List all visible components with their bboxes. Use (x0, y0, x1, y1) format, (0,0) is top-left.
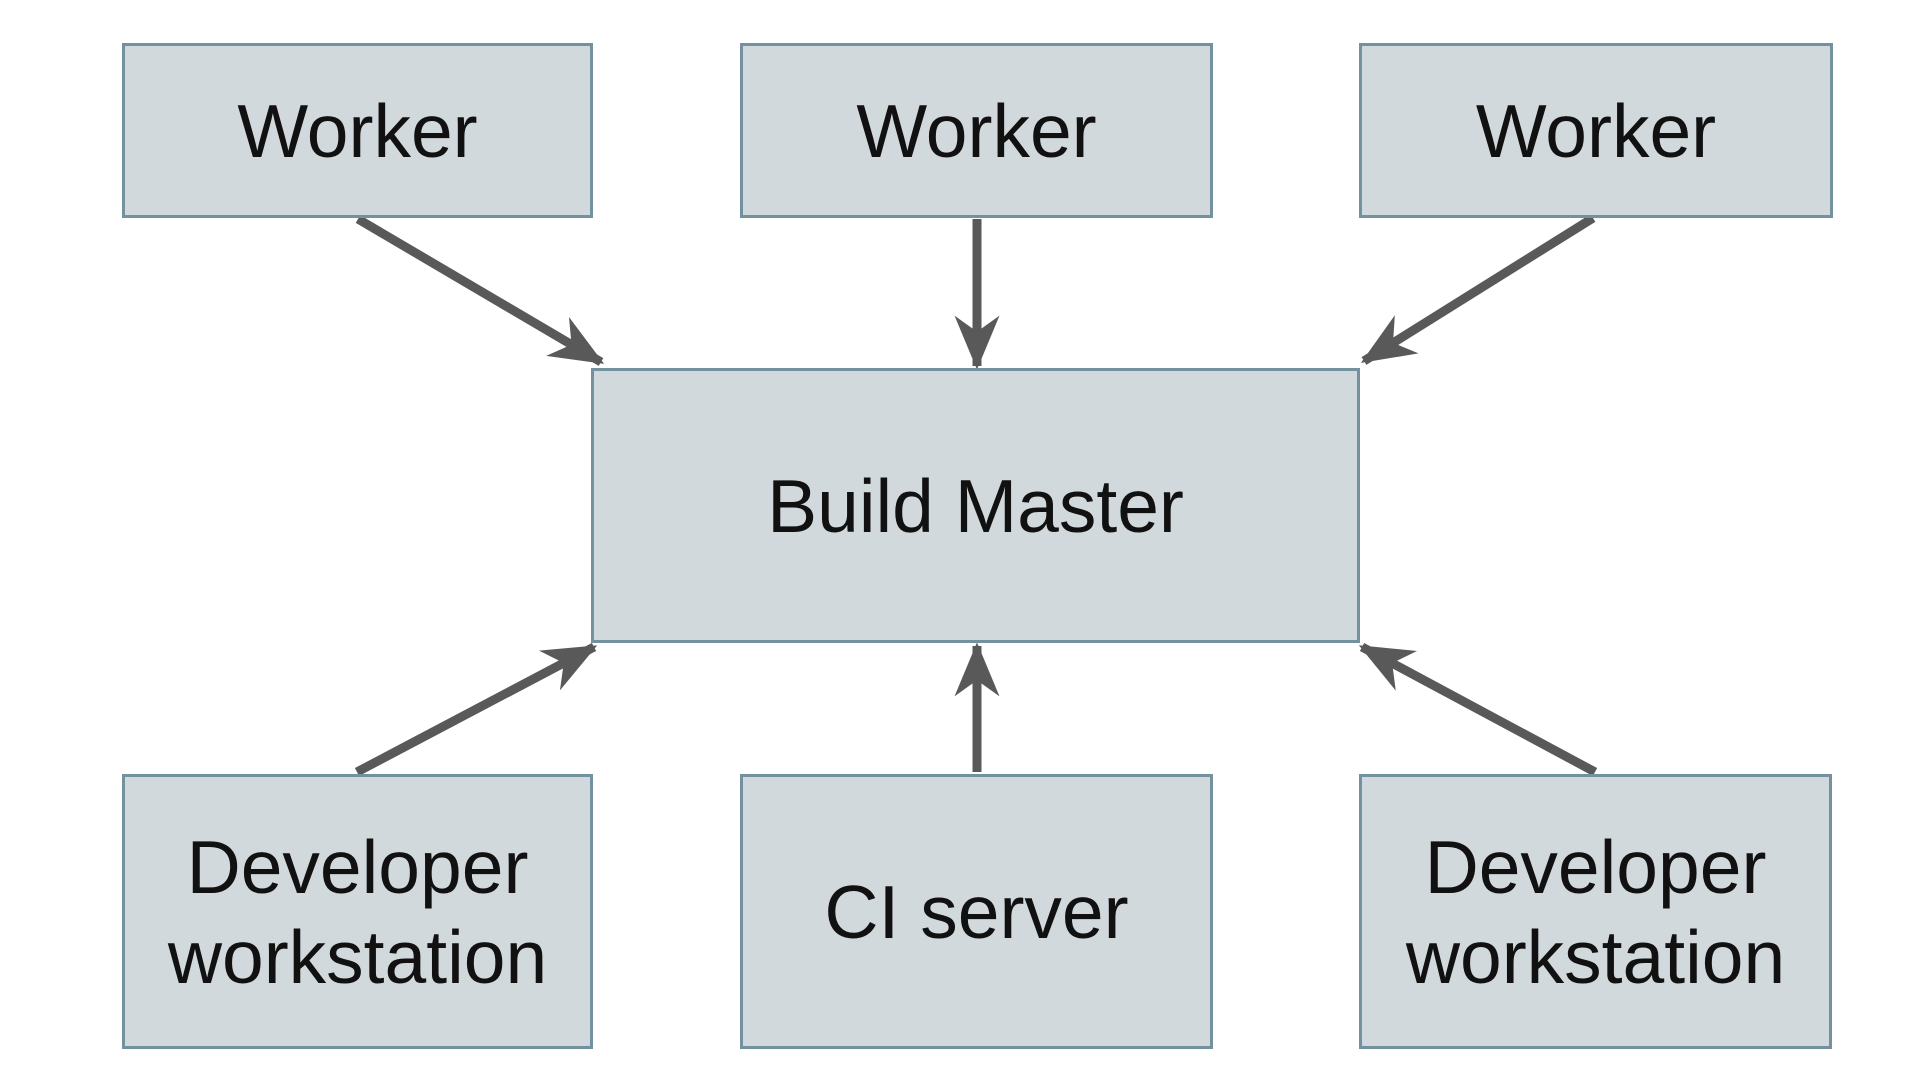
node-developer-workstation-left: Developer workstation (122, 774, 593, 1049)
arrow-worker-left-to-build-master (355, 215, 605, 366)
arrow-worker-right-to-build-master (1360, 214, 1596, 365)
node-developer-workstation-right-label: Developer workstation (1405, 824, 1786, 999)
node-ci-server: CI server (740, 774, 1213, 1049)
node-build-master-label: Build Master (767, 463, 1184, 548)
node-ci-server-label: CI server (824, 869, 1129, 954)
arrow-dev-ws-right-to-build-master (1358, 643, 1598, 776)
node-worker-top-center: Worker (740, 43, 1213, 218)
node-worker-top-left-label: Worker (237, 88, 478, 173)
node-worker-top-right: Worker (1359, 43, 1833, 218)
node-developer-workstation-left-label: Developer workstation (167, 824, 548, 999)
node-developer-workstation-right: Developer workstation (1359, 774, 1832, 1049)
node-worker-top-center-label: Worker (856, 88, 1097, 173)
arrow-dev-ws-left-to-build-master (354, 643, 598, 776)
node-worker-top-left: Worker (122, 43, 593, 218)
node-build-master: Build Master (591, 368, 1360, 643)
node-worker-top-right-label: Worker (1475, 88, 1717, 173)
